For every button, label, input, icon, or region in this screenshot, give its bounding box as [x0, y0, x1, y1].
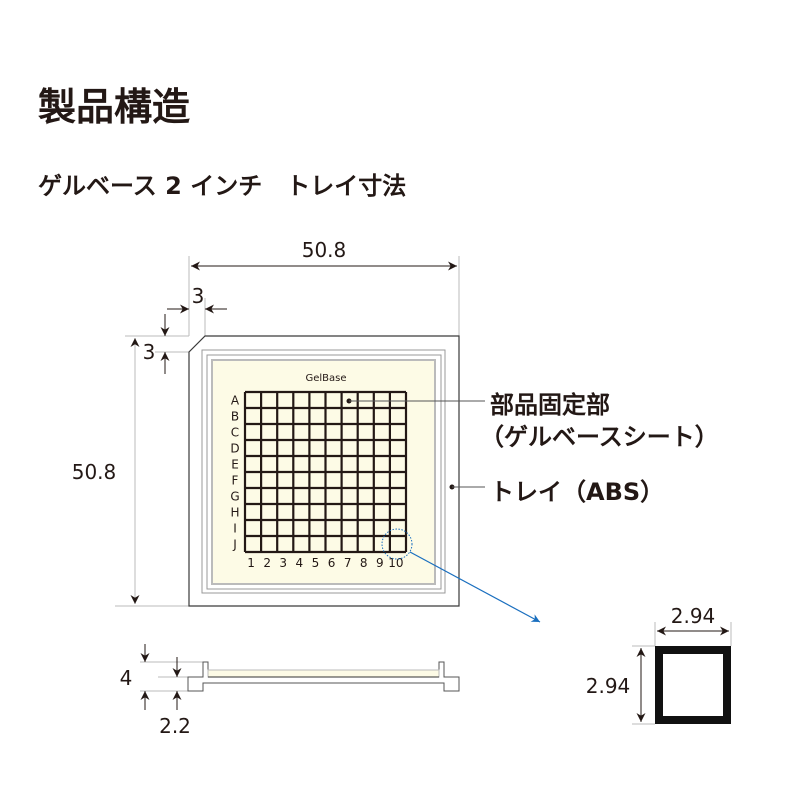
row-label: F — [232, 474, 239, 488]
width-dimension: 50.8 — [302, 238, 347, 262]
callout-fixing-part: 部品固定部 — [490, 391, 610, 419]
cell-detail-square — [655, 646, 731, 724]
row-label: G — [230, 490, 239, 504]
extension-lines — [115, 256, 460, 607]
detail-arrow — [409, 551, 541, 623]
row-label: B — [231, 410, 239, 424]
section-subtitle: ゲルベース 2 インチ トレイ寸法 — [38, 172, 406, 200]
thickness-dimension: 4 — [120, 666, 133, 690]
base-thickness-dimension: 2.2 — [159, 714, 191, 738]
detail-extension-lines — [632, 622, 732, 725]
height-dimension: 50.8 — [72, 460, 117, 484]
row-label: C — [231, 426, 239, 440]
column-label: 5 — [312, 556, 320, 570]
cell-grid — [243, 390, 408, 554]
column-label: 3 — [279, 556, 287, 570]
column-label: 2 — [263, 556, 271, 570]
chamfer-y-dimension: 3 — [143, 340, 156, 364]
column-label: 1 — [247, 556, 255, 570]
sheet-label: GelBase — [305, 373, 346, 384]
row-label: A — [231, 394, 240, 408]
tray-cross-section — [187, 661, 460, 692]
row-label: I — [233, 522, 237, 536]
chamfer-x-dimension: 3 — [192, 284, 205, 308]
column-label: 7 — [344, 556, 352, 570]
tray-rim-inner — [206, 354, 442, 590]
column-label: 6 — [328, 556, 336, 570]
page-title: 製品構造 — [38, 85, 190, 129]
tray-rim-outer — [201, 349, 446, 594]
callout-tray: トレイ（ABS） — [490, 478, 664, 506]
callout-fixing-part-sub: （ゲルベースシート） — [480, 423, 719, 451]
row-label: D — [230, 442, 239, 456]
column-label: 8 — [360, 556, 368, 570]
column-label: 9 — [376, 556, 384, 570]
sheet-cross-section — [207, 669, 440, 678]
cell-width-dimension: 2.94 — [671, 604, 716, 628]
row-label: J — [232, 538, 237, 552]
row-label: H — [230, 506, 239, 520]
cell-height-dimension: 2.94 — [586, 674, 631, 698]
column-label: 10 — [388, 556, 403, 570]
row-label: E — [231, 458, 239, 472]
detail-circle — [381, 528, 413, 560]
column-label: 4 — [296, 556, 304, 570]
